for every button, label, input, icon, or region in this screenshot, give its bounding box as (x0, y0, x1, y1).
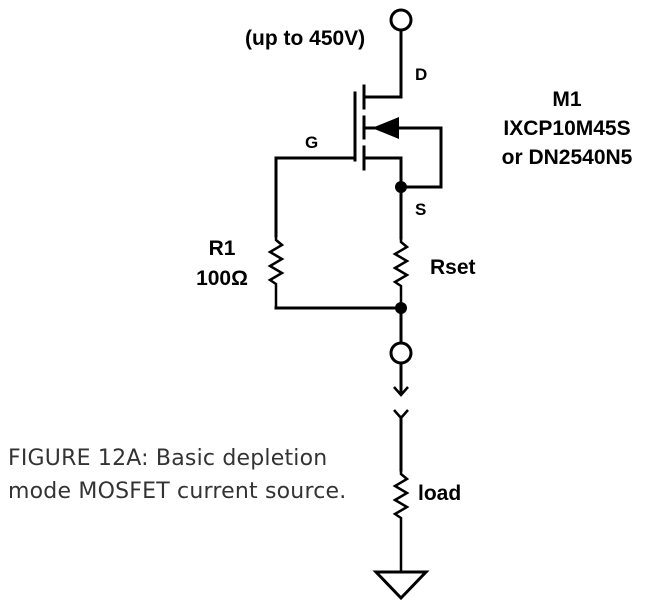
current-arrow-head (393, 386, 409, 397)
supply-terminal (389, 8, 413, 32)
resistor-load (392, 470, 410, 572)
caption-line-2: mode MOSFET current source. (8, 479, 347, 504)
resistor-rset (392, 238, 410, 308)
caption-line-1: FIGURE 12A: Basic depletion (8, 446, 328, 471)
source-node (395, 181, 407, 193)
body-arrow (372, 117, 399, 139)
drain-wire (362, 28, 403, 99)
r1-value: 100Ω (196, 267, 248, 290)
load-label: load (418, 482, 461, 505)
rset-label: Rset (430, 256, 476, 279)
figure-caption: FIGURE 12A: Basic depletion mode MOSFET … (8, 442, 368, 508)
body-to-source-wire (399, 126, 443, 189)
ground-symbol (372, 570, 430, 601)
r1-name: R1 (209, 237, 236, 260)
mosfet-m1 (353, 84, 443, 240)
drain-label: D (415, 65, 427, 84)
transistor-part-alternate: or DN2540N5 (502, 146, 633, 169)
transistor-name: M1 (552, 88, 581, 111)
source-label: S (415, 200, 426, 219)
supply-voltage-label: (up to 450V) (245, 27, 365, 50)
gate-label: G (305, 133, 318, 152)
output-terminal (389, 341, 413, 365)
gate-wire (274, 156, 357, 238)
transistor-part-primary: IXCP10M45S (503, 117, 630, 140)
source-wire (362, 156, 403, 240)
resistor-r1 (267, 236, 285, 308)
